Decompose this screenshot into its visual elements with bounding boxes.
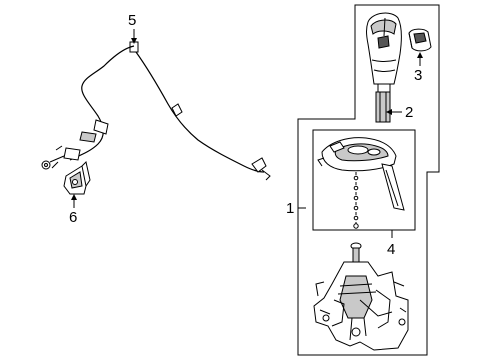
shift-cable-icon[interactable]	[41, 36, 271, 181]
callout-label: 1	[286, 200, 294, 217]
shifter-assembly-icon[interactable]	[313, 242, 409, 351]
cable-bracket-icon[interactable]	[63, 161, 91, 195]
callout-label: 3	[414, 67, 422, 84]
shift-indicator-bezel-icon[interactable]	[317, 137, 405, 229]
leader-lines	[71, 29, 423, 238]
knob-button-icon[interactable]	[408, 28, 432, 52]
callout-label: 4	[387, 241, 395, 258]
callout-label: 6	[69, 209, 77, 226]
callout-label: 5	[128, 12, 136, 29]
shift-knob-icon[interactable]	[366, 12, 402, 123]
callout-label: 2	[405, 104, 413, 121]
assembly-boundary	[297, 4, 440, 356]
bezel-detail-box	[312, 129, 416, 231]
